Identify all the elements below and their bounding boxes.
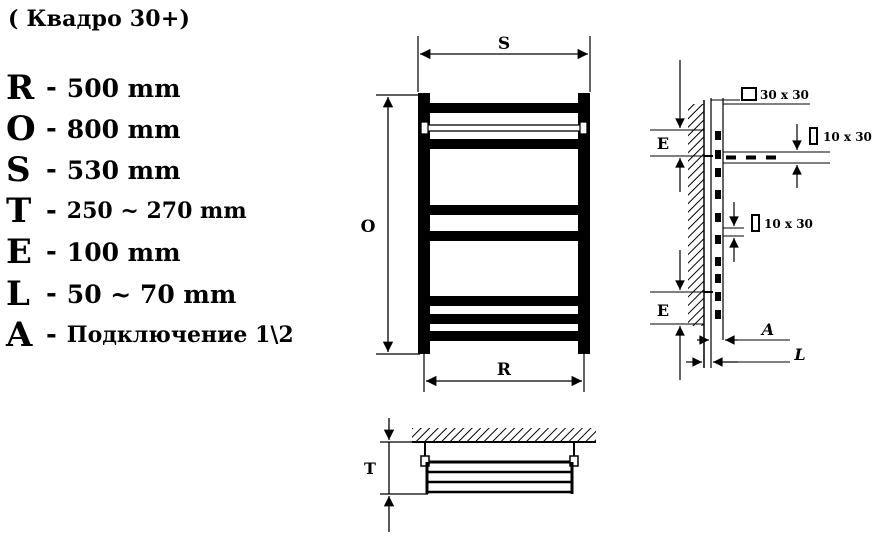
rib-section-7 — [715, 257, 721, 266]
spec-row-r: R - 500 mm — [6, 68, 181, 108]
e-bottom-label: E — [657, 301, 669, 320]
wall-hatching — [412, 428, 596, 442]
left-collector — [418, 93, 430, 354]
a-label: A — [760, 320, 774, 339]
towel-bar — [425, 124, 583, 132]
spec-letter: T — [6, 191, 32, 231]
spec-row-l: L - 50 ~ 70 mm — [6, 274, 236, 314]
spec-dash: - — [46, 279, 57, 309]
spec-letter: L — [6, 274, 30, 314]
rib-section-1 — [715, 131, 721, 140]
spec-value: 250 ~ 270 mm — [66, 198, 247, 224]
rib-section-6 — [715, 235, 721, 244]
spec-letter: S — [6, 150, 31, 190]
rib-section-9 — [715, 292, 721, 301]
rung-5 — [430, 296, 578, 306]
top-view: T — [364, 418, 596, 532]
spec-dash: - — [46, 320, 57, 350]
spec-dash: - — [46, 155, 57, 185]
spec-dash: - — [46, 114, 57, 144]
spec-row-o: O - 800 mm — [6, 109, 181, 149]
spec-value: 50 ~ 70 mm — [66, 279, 237, 309]
spec-letter: R — [6, 68, 35, 108]
rung-2 — [430, 139, 578, 149]
spec-dash: - — [46, 196, 57, 226]
spec-letter: O — [6, 109, 36, 149]
spec-letter: A — [6, 315, 33, 355]
e-top-label: E — [657, 134, 669, 153]
towel-bar-bracket-right — [579, 121, 588, 135]
spec-value: 100 mm — [66, 237, 181, 267]
rung-6 — [430, 314, 578, 324]
spec-dash: - — [46, 73, 57, 103]
rib-section-2 — [715, 150, 721, 159]
rung-1 — [430, 103, 578, 113]
rib-section-4 — [715, 190, 721, 199]
t-label: T — [364, 459, 376, 478]
profile-square-icon — [741, 87, 757, 101]
profile-label: 30 x 30 — [760, 88, 809, 102]
r-label: R — [497, 360, 512, 380]
spec-letter: E — [6, 232, 32, 272]
rib-section-10 — [715, 310, 721, 319]
side-view: 30 x 30 10 x 30 10 x 30 E E A — [650, 60, 872, 380]
spec-row-t: T - 250 ~ 270 mm — [6, 191, 247, 231]
spec-value: 500 mm — [66, 73, 181, 103]
spec-dash: - — [46, 237, 57, 267]
spec-row-s: S - 530 mm — [6, 150, 181, 190]
spec-row-e: E - 100 mm — [6, 232, 181, 272]
rung-4 — [430, 231, 578, 241]
rung-3 — [430, 205, 578, 215]
rib-section-5 — [715, 213, 721, 222]
right-collector — [578, 93, 590, 354]
s-label: S — [498, 34, 510, 54]
rib-section-3 — [715, 168, 721, 177]
spec-value: 800 mm — [66, 114, 181, 144]
rib-mid-label: 10 x 30 — [764, 217, 813, 231]
rung-7 — [430, 331, 578, 341]
rib-top-rect-icon — [809, 127, 818, 145]
towel-bar-bracket-left — [420, 121, 429, 135]
spec-value: 530 mm — [66, 155, 181, 185]
rib-section-8 — [715, 274, 721, 283]
front-view: S O R — [361, 34, 591, 392]
side-wall-hatching — [688, 104, 704, 326]
rib-top-label: 10 x 30 — [823, 130, 872, 144]
spec-value: Подключение 1\2 — [66, 322, 294, 348]
l-label: L — [793, 345, 805, 364]
o-label: O — [361, 217, 376, 237]
spec-row-a: A - Подключение 1\2 — [6, 315, 294, 355]
product-title: ( Квадро 30+) — [8, 6, 191, 32]
rib-mid-rect-icon — [751, 214, 760, 232]
